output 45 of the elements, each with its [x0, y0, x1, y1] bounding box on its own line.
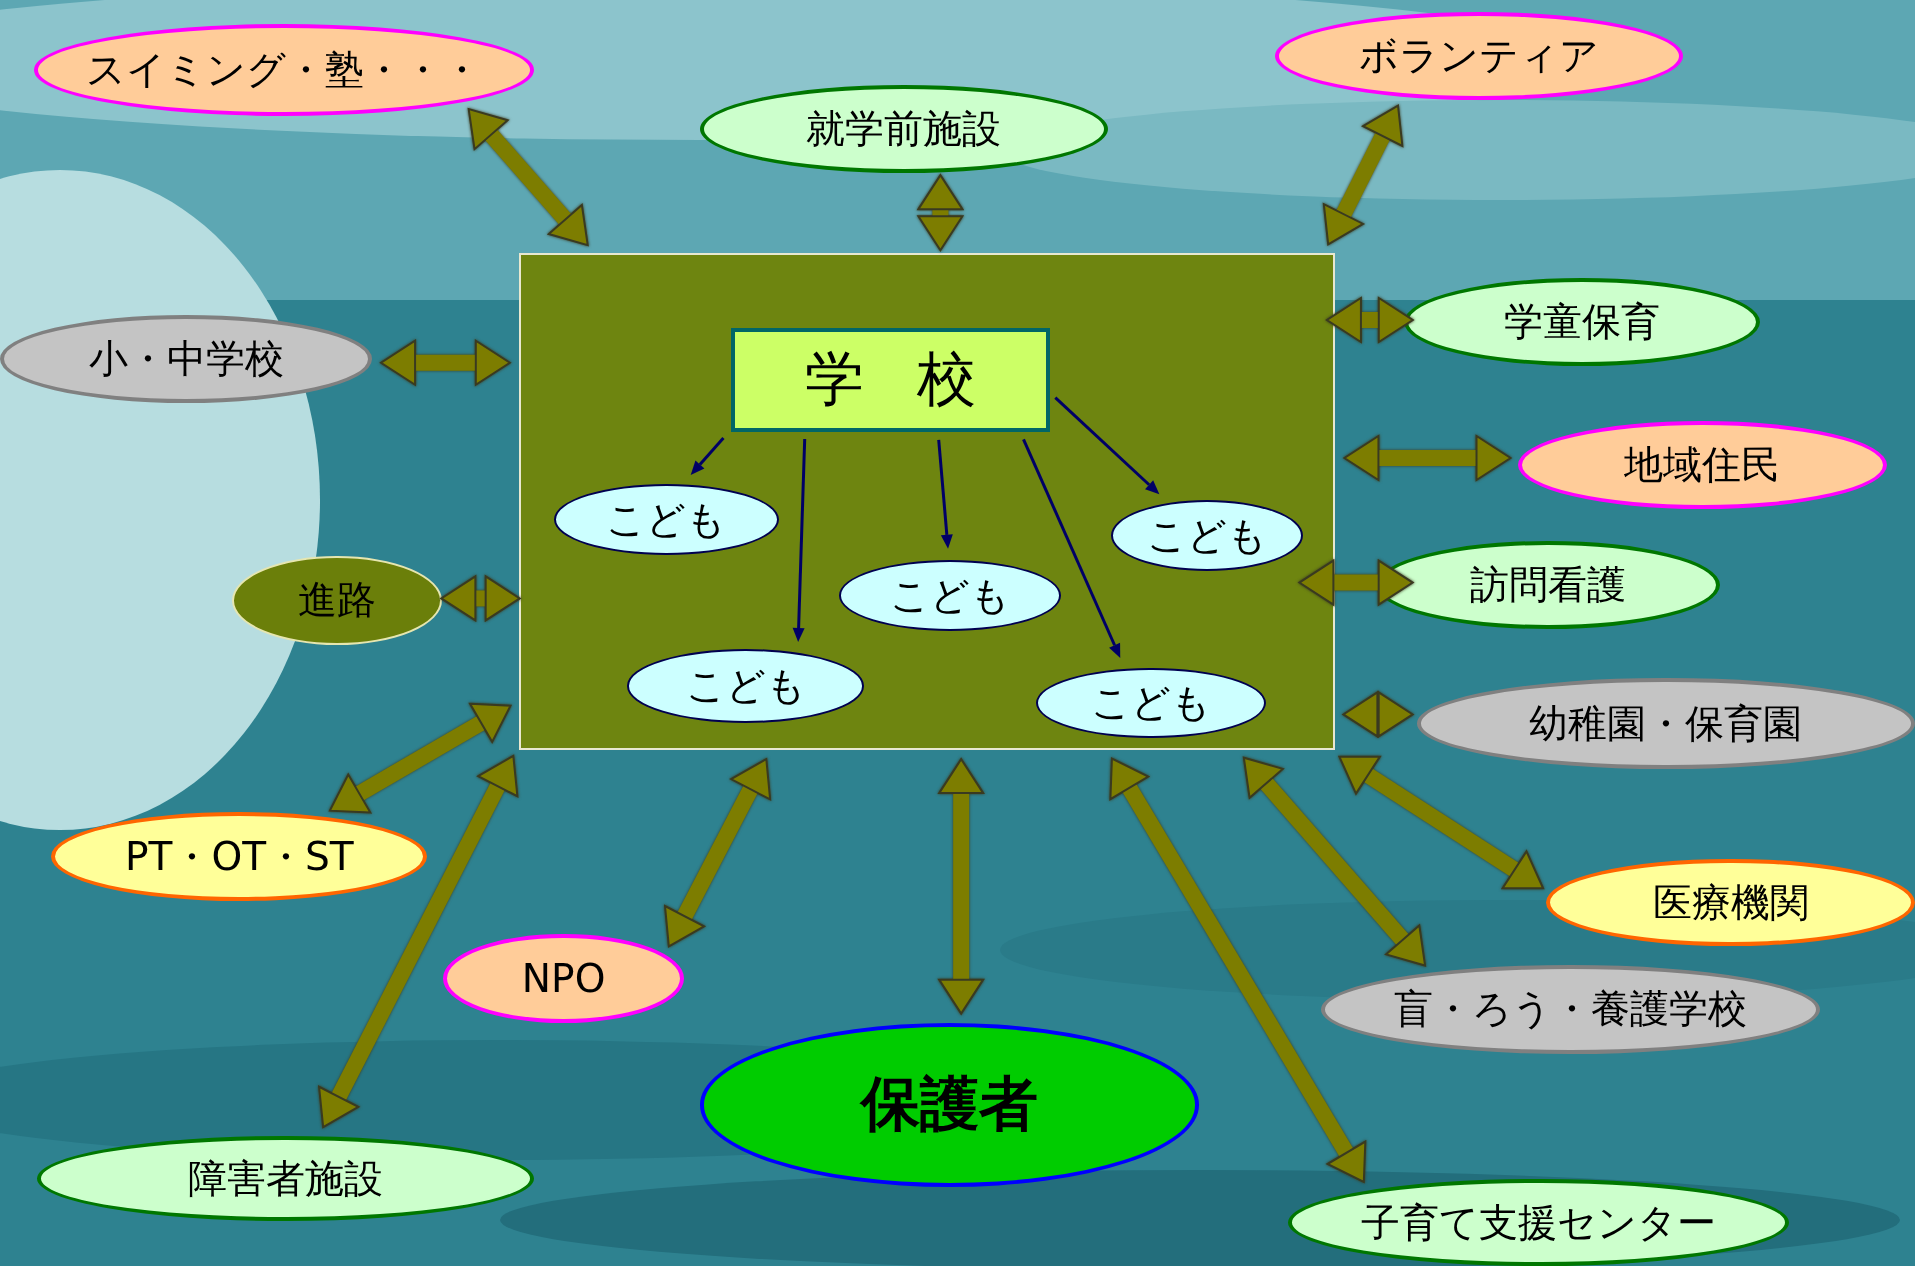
node-label: 小・中学校 — [88, 335, 284, 384]
double-arrow — [1322, 104, 1404, 246]
node-label: 幼稚園・保育園 — [1529, 699, 1803, 748]
school-box — [731, 328, 1050, 432]
node-label: PT・OT・ST — [125, 832, 354, 881]
node-label: こども — [606, 495, 727, 544]
arrow — [792, 438, 807, 642]
node-label: こども — [685, 661, 806, 710]
double-arrow — [467, 108, 589, 247]
double-arrow — [1343, 435, 1512, 481]
double-arrow — [664, 758, 772, 948]
double-arrow — [1298, 559, 1414, 606]
double-arrow — [328, 702, 512, 814]
node-label: 学校 — [805, 343, 1029, 415]
double-arrow — [440, 575, 521, 622]
node-label: 進路 — [298, 576, 377, 625]
arrow — [1022, 438, 1121, 659]
node-label: 医療機関 — [1652, 878, 1809, 927]
arrow — [1054, 396, 1160, 495]
node-label: 地域住民 — [1624, 441, 1781, 490]
node-label: 盲・ろう・養護学校 — [1394, 985, 1748, 1034]
double-arrow — [1342, 691, 1414, 738]
node-label: 子育て支援センター — [1361, 1198, 1717, 1247]
panel-box — [519, 252, 1335, 750]
double-arrow — [1242, 756, 1427, 967]
node-label: 保護者 — [861, 1069, 1039, 1141]
double-arrow — [938, 758, 985, 1015]
node-label: 学童保育 — [1504, 298, 1661, 347]
double-arrow — [318, 754, 519, 1129]
node-label: 障害者施設 — [187, 1154, 383, 1203]
node-label: 訪問看護 — [1470, 561, 1626, 609]
node-label: こども — [1146, 511, 1267, 560]
node-label: スイミング・塾・・・ — [86, 46, 482, 95]
node-label: 就学前施設 — [806, 105, 1002, 154]
double-arrow — [380, 339, 511, 386]
node-label: こども — [1091, 679, 1212, 727]
arrow — [690, 437, 725, 476]
arrow — [937, 439, 953, 549]
double-arrow — [1109, 757, 1367, 1183]
double-arrow — [1338, 755, 1545, 890]
node-label: こども — [889, 571, 1010, 620]
node-label: ボランティア — [1359, 32, 1599, 81]
node-label: NPO — [521, 956, 606, 1002]
double-arrow — [917, 174, 964, 252]
double-arrow — [1325, 297, 1414, 343]
